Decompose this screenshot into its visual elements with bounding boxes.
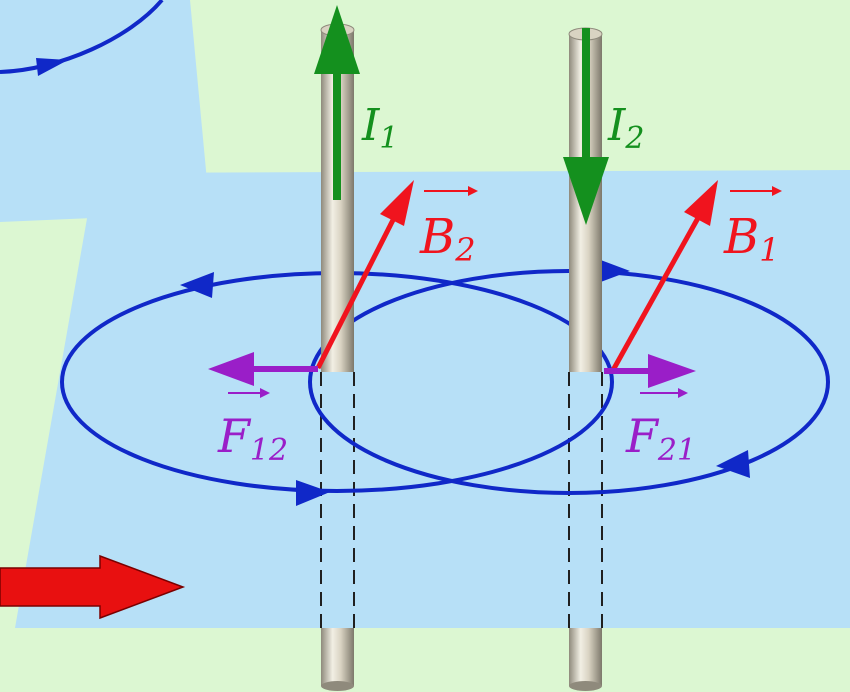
field-1-arrowhead — [684, 180, 718, 226]
field-2-arrow-shaft — [315, 216, 397, 370]
field-2-label: B2 — [419, 209, 476, 269]
force-21-label: F21 — [625, 409, 696, 468]
wire-1-lower-end — [321, 681, 354, 691]
field-loop-1-arrowhead-bottom — [296, 480, 330, 506]
field-2-label-group: B2 — [419, 186, 478, 269]
current-2-arrowhead — [563, 157, 609, 225]
field-1-arrow-shaft — [609, 216, 701, 374]
field-loop-2-arrowhead-top — [598, 259, 630, 283]
motion-arrow — [0, 554, 186, 620]
force-21-arrowhead — [648, 354, 696, 388]
field-1-label-group: B1 — [723, 186, 782, 269]
wire-1-lower — [321, 628, 354, 686]
field-loop-2-arrowhead-bottom — [716, 450, 750, 478]
current-1-label: I1 — [361, 100, 398, 156]
upper-left-plane — [0, 0, 210, 222]
upper-left-field-arrowhead — [36, 58, 68, 76]
force-12-label-group: F12 — [217, 388, 288, 468]
wire-2-lower — [569, 628, 602, 686]
current-2-label: I2 — [607, 100, 644, 156]
field-2-vector-bar-head — [468, 186, 478, 196]
field-1-vector-bar-head — [772, 186, 782, 196]
field-1-label: B1 — [723, 209, 780, 269]
force-21-label-group: F21 — [625, 388, 696, 468]
force-12-arrowhead — [208, 352, 254, 386]
current-1-arrowhead — [314, 5, 360, 74]
upper-left-field-line — [0, 0, 164, 74]
force-12-label: F12 — [217, 409, 288, 468]
field-2-arrowhead — [380, 180, 414, 226]
force-21-vector-bar-head — [678, 388, 688, 398]
wire-2-lower-end — [569, 681, 602, 691]
field-loop-1-arrowhead-top — [180, 272, 214, 298]
force-12-vector-bar-head — [260, 388, 270, 398]
